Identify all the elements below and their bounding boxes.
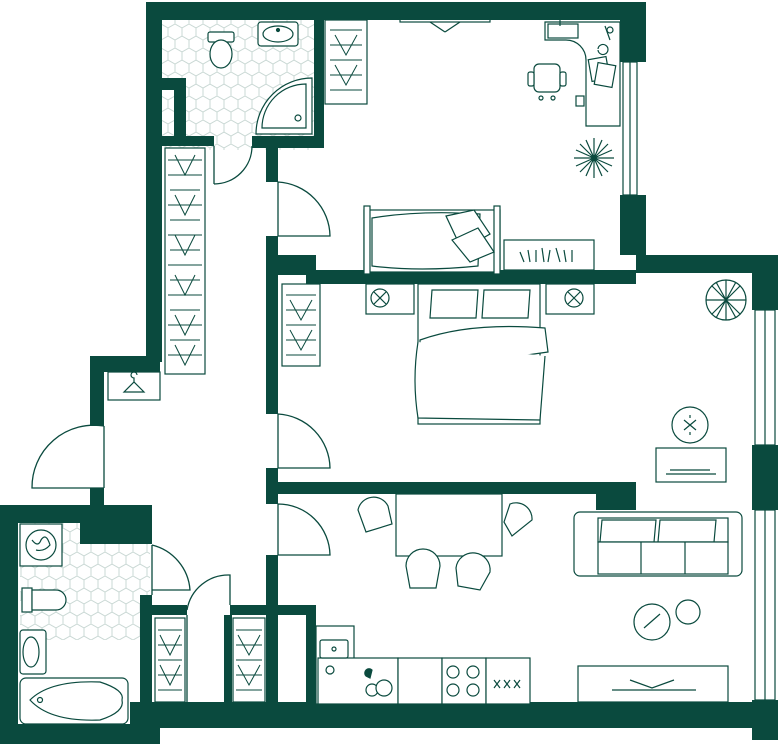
door-master: [277, 413, 331, 469]
door-entrance: [31, 424, 105, 489]
tv-stand-icon: [655, 447, 727, 483]
wall-top: [146, 2, 646, 20]
bookshelf-icon: [503, 239, 595, 271]
nightstand-icon: [365, 283, 415, 315]
bed-icon: [414, 283, 549, 425]
door-living: [277, 503, 331, 556]
office-chair-icon: [527, 63, 567, 101]
coffee-table-icon: [633, 599, 701, 641]
coat-hanger-icon: [107, 371, 161, 401]
sink-icon: [257, 21, 299, 47]
sink-icon: [319, 639, 349, 675]
mirror-icon: [671, 406, 709, 444]
plant-icon: [574, 138, 614, 178]
desk-icon: [544, 20, 621, 127]
bathtub-icon: [19, 677, 129, 725]
doors: [31, 145, 331, 705]
kitchen-counter: [315, 625, 531, 705]
door-bathroom-upper: [213, 145, 253, 185]
study-furniture: [363, 20, 621, 275]
tv-stand-icon: [577, 665, 729, 703]
plant-icon: [705, 279, 747, 321]
stove-icon: [446, 665, 480, 697]
door-bathroom-lower: [151, 544, 191, 595]
master-furniture: [365, 279, 747, 483]
windows: [399, 17, 776, 701]
living-furniture: [315, 493, 743, 705]
dishes-icon: [364, 668, 393, 697]
door-study: [277, 181, 331, 237]
bed-icon: [363, 205, 501, 275]
sofa-icon: [573, 511, 743, 577]
nightstand-icon: [545, 283, 595, 315]
oven-icon: [493, 679, 521, 689]
bathroom-upper-fixtures: [207, 21, 313, 135]
shower-icon: [255, 77, 313, 135]
washing-machine-icon: [19, 523, 63, 567]
dining-table-icon: [395, 493, 503, 557]
toilet-icon: [207, 31, 235, 69]
sink-icon: [19, 629, 47, 675]
toilet-icon: [21, 587, 67, 613]
door-wardrobe: [186, 574, 231, 705]
wardrobe-hangers: [158, 29, 362, 691]
bathroom-lower-fixtures: [19, 523, 129, 725]
chair-icon: [357, 496, 533, 591]
